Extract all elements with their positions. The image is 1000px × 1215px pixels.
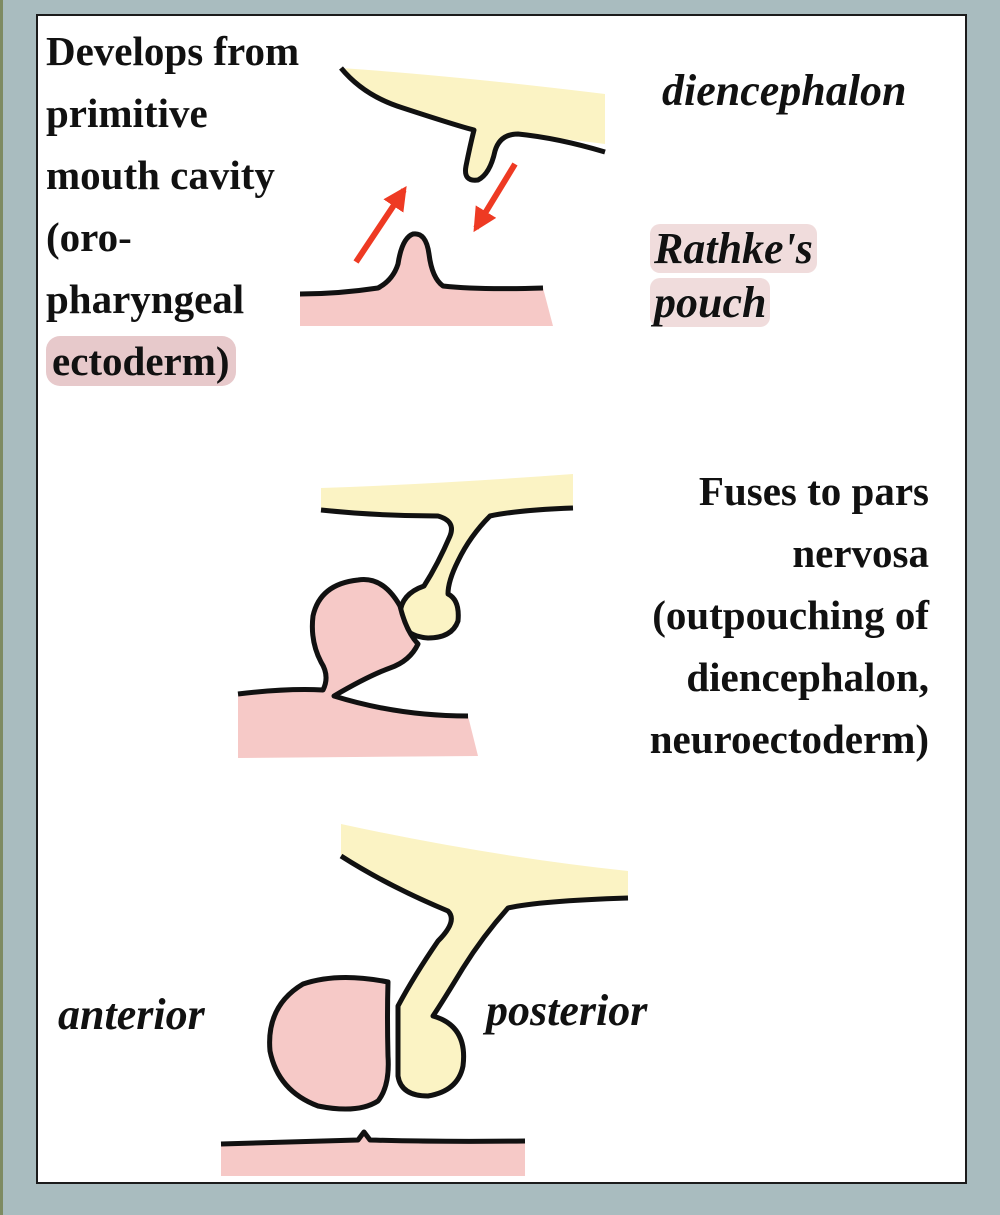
stage2-diencephalon xyxy=(321,474,573,638)
label-anterior: anterior xyxy=(58,990,205,1039)
stage3-drawing xyxy=(220,824,629,1176)
stage1-diencephalon-outline xyxy=(339,66,606,183)
label-rathke-line2: pouch xyxy=(650,278,771,327)
arrow-down xyxy=(473,162,518,233)
stage1-line-1: Develops from xyxy=(46,28,300,74)
stage2-line-4: diencephalon, xyxy=(686,654,929,700)
stage1-drawing xyxy=(299,66,606,326)
stage1-oral-outline xyxy=(299,231,544,297)
stage2-line-3: (outpouching of xyxy=(652,592,929,638)
stage3-anterior-lobe xyxy=(267,975,391,1112)
stage2-line-1: Fuses to pars xyxy=(698,468,929,514)
stage1-oral-ectoderm xyxy=(300,233,553,326)
label-rathke-line1: Rathke's xyxy=(650,224,817,273)
stage1-description: Develops from primitive mouth cavity (or… xyxy=(46,20,299,392)
stage1-line-2: primitive xyxy=(46,90,208,136)
left-edge-strip xyxy=(0,0,3,1215)
arrow-up xyxy=(353,186,407,264)
stage3-base-outline xyxy=(220,1129,526,1147)
stage1-diencephalon-band xyxy=(341,68,605,181)
stage3-diencephalon-outline xyxy=(339,853,629,1099)
diagram-panel: Develops from primitive mouth cavity (or… xyxy=(36,14,967,1184)
stage1-line-4: (oro- xyxy=(46,214,132,260)
stage2-line-5: neuroectoderm) xyxy=(649,716,929,762)
stage1-line-3: mouth cavity xyxy=(46,152,275,198)
stage2-diencephalon-outline xyxy=(320,505,574,641)
stage1-line-6: ectoderm) xyxy=(46,330,299,392)
stage2-anterior-outline xyxy=(237,577,469,719)
stage2-drawing xyxy=(237,474,574,758)
stage1-line-5: pharyngeal xyxy=(46,276,245,322)
stage3-diencephalon xyxy=(341,824,628,1096)
pituitary-development-illustration xyxy=(220,66,629,1176)
label-posterior: posterior xyxy=(486,986,648,1035)
label-diencephalon: diencephalon xyxy=(662,66,907,115)
stage2-description: Fuses to pars nervosa (outpouching of di… xyxy=(650,460,929,770)
label-rathkes-pouch: Rathke's pouch xyxy=(650,222,817,330)
stage2-line-2: nervosa xyxy=(792,530,929,576)
